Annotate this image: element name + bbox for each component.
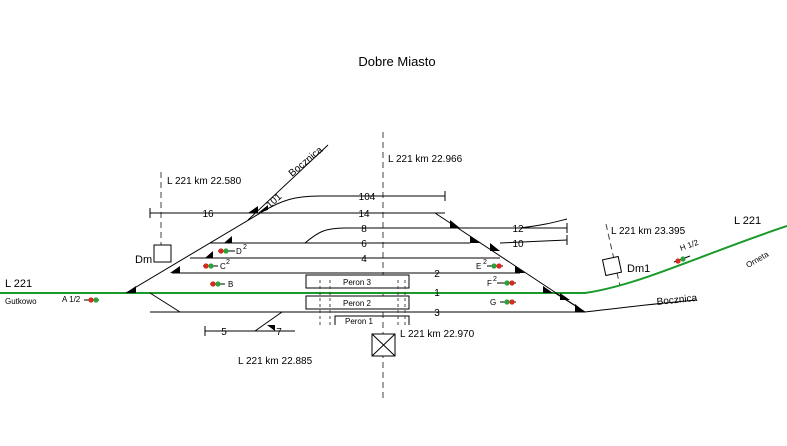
signal-box-dm1-label: Dm1 (627, 263, 650, 275)
switch-east-2 (515, 266, 525, 273)
signal-a-label: A 1/2 (62, 295, 81, 304)
track-label-5: 5 (221, 327, 227, 338)
track-label-16: 16 (202, 209, 214, 220)
switch-east-8 (450, 220, 460, 228)
signal-e-superscript: 2 (483, 259, 487, 266)
signal-d: D 2 (218, 244, 247, 256)
signal-g-green-light (504, 299, 510, 305)
track-label-14: 14 (358, 209, 370, 220)
signal-d-red-light (218, 248, 224, 254)
signal-a: A 1/2 (62, 295, 99, 304)
track-label-8: 8 (361, 224, 367, 235)
track-label-1: 1 (434, 288, 440, 299)
switch-west-4 (205, 251, 213, 258)
signal-f-green-light (504, 280, 510, 286)
signal-a-green-light (93, 297, 99, 303)
station-building-cross-b (371, 333, 396, 357)
signal-box-dm-label: Dm (135, 254, 152, 266)
track-label-12: 12 (512, 224, 524, 235)
km-marker-22-970: L 221 km 22.970 (400, 329, 475, 340)
signal-f-red-light (509, 280, 515, 286)
signal-e-label: E (476, 262, 481, 271)
track-label-3: 3 (434, 308, 440, 319)
signal-b-label: B (228, 280, 233, 289)
switch-east-10 (490, 243, 500, 251)
signal-g-label: G (490, 298, 496, 307)
siding-ne-label: Bocznica (287, 145, 325, 180)
platform-2 (305, 295, 410, 310)
km-marker-22-966: L 221 km 22.966 (388, 154, 463, 165)
signal-g-red-light (509, 299, 515, 305)
km-marker-22-580: L 221 km 22.580 (167, 176, 242, 187)
signal-f-superscript: 2 (493, 276, 497, 283)
switch-east-3 (575, 304, 585, 312)
signal-f: F 2 (487, 276, 516, 288)
platform-1 (334, 315, 410, 325)
siding-southeast (584, 299, 698, 313)
track-104 (261, 195, 445, 213)
track-label-7: 7 (276, 327, 282, 338)
signal-e-green-light (491, 263, 497, 269)
signal-h-red-light (675, 258, 681, 264)
east-destination-label: Orneta (745, 249, 771, 269)
signal-d-green-light (223, 248, 229, 254)
track-label-4: 4 (361, 254, 367, 265)
switch-east-6 (470, 236, 480, 243)
signal-h-green-light (680, 256, 686, 262)
signal-f-label: F (487, 279, 492, 288)
km-marker-23-395: L 221 km 23.395 (611, 226, 686, 237)
signal-box-dm1 (601, 255, 623, 277)
signal-d-label: D (236, 247, 242, 256)
platform-3 (305, 274, 410, 289)
signal-h-label: H 1/2 (679, 238, 701, 253)
platform-1-label: Peron 1 (345, 317, 374, 326)
siding-101 (247, 144, 329, 221)
switch-east-1 (543, 286, 553, 293)
signal-c-superscript: 2 (226, 259, 230, 266)
track-label-104: 104 (359, 192, 376, 203)
track-label-10: 10 (512, 239, 524, 250)
platform-3-label: Peron 3 (343, 278, 372, 287)
signal-c-green-light (208, 263, 214, 269)
signal-c: C 2 (203, 259, 230, 271)
switch-west-2 (170, 266, 180, 273)
signal-e: E 2 (476, 259, 503, 271)
switch-west-6 (224, 236, 232, 243)
signal-e-red-light (496, 263, 502, 269)
main-line-l221 (0, 225, 787, 294)
km-marker-22-885: L 221 km 22.885 (238, 356, 313, 367)
platform-2-label: Peron 2 (343, 299, 372, 308)
signal-a-red-light (88, 297, 94, 303)
signal-b: B (210, 280, 233, 289)
track-label-6: 6 (361, 239, 367, 250)
west-line-label: L 221 (5, 278, 32, 290)
track-12-curve (519, 218, 568, 229)
switch-east-1b (560, 293, 570, 300)
switch-101 (258, 205, 268, 213)
east-line-label: L 221 (734, 215, 761, 227)
signal-b-green-light (215, 281, 221, 287)
west-destination-label: Gutkowo (5, 297, 37, 306)
track-label-2: 2 (434, 269, 440, 280)
west-crossover-3 (149, 292, 181, 313)
signal-d-superscript: 2 (243, 244, 247, 251)
track-7-connector (254, 311, 283, 332)
switch-west-14 (248, 206, 258, 213)
track-10 (499, 239, 568, 244)
signal-c-label: C (220, 262, 226, 271)
signal-c-red-light (203, 263, 209, 269)
switch-7 (267, 325, 275, 331)
signal-b-red-light (210, 281, 216, 287)
km-axis-east (605, 223, 621, 287)
signal-g: G (490, 298, 516, 307)
station-title: Dobre Miasto (358, 54, 435, 69)
switch-west-1 (126, 286, 136, 293)
siding-se-label: Bocznica (656, 293, 698, 308)
west-ladder-track (125, 211, 263, 294)
signal-box-dm (153, 244, 172, 263)
track-8-12 (304, 227, 567, 244)
